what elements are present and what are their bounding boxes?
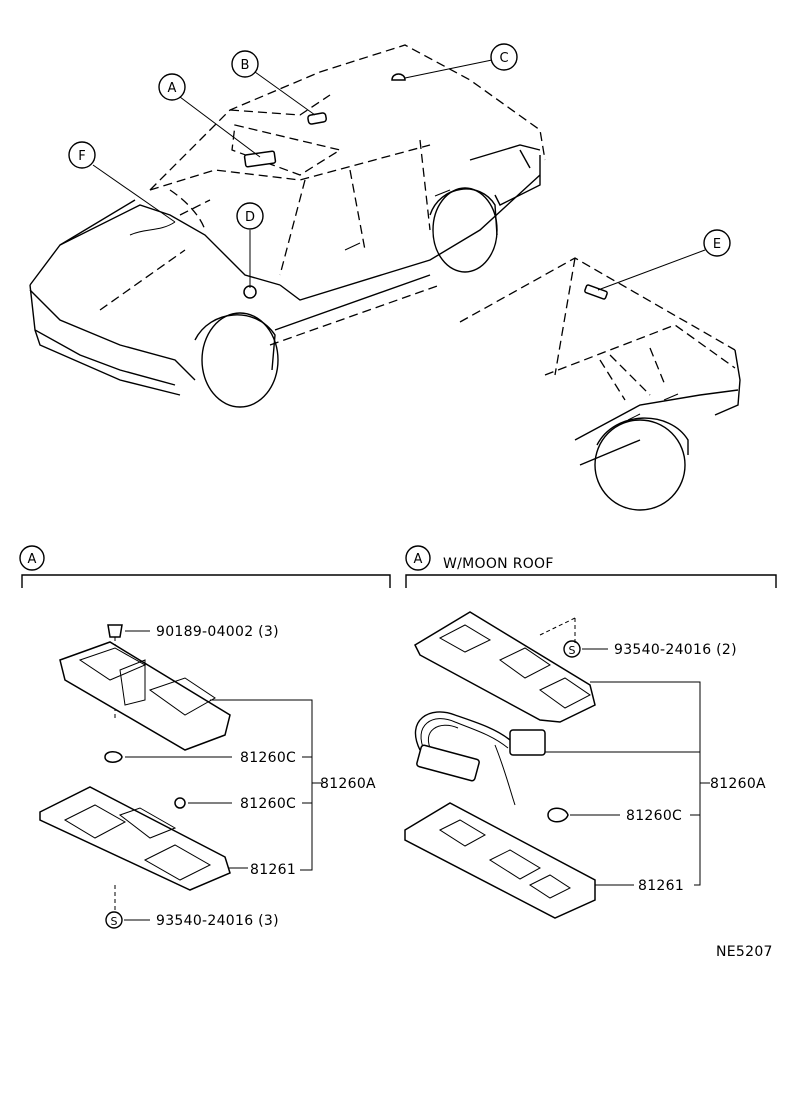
text-label: C — [499, 51, 508, 66]
label-assembly-moonroof: 81260A — [710, 776, 766, 792]
label-screw-moonroof: 93540-24016 (2) — [614, 642, 737, 658]
callout-f: F — [68, 141, 96, 169]
screw-symbol-right: S — [563, 640, 581, 658]
label-bulb-1: 81260C — [240, 750, 296, 766]
text-label: A — [414, 552, 423, 567]
label-bulb-moonroof: 81260C — [626, 808, 682, 824]
text-label: A — [28, 552, 37, 567]
callout-d: D — [236, 202, 264, 230]
diagram-code: NE5207 — [716, 944, 773, 960]
car-leader-lines — [92, 59, 493, 288]
callout-b: B — [231, 50, 259, 78]
label-lens-moonroof: 81261 — [638, 878, 684, 894]
left-section-marker: A — [19, 545, 45, 571]
car-front-view — [29, 44, 546, 408]
car-rear-view — [459, 249, 741, 511]
label-bulb-2: 81260C — [240, 796, 296, 812]
text-label: B — [241, 58, 250, 73]
text-label: E — [713, 237, 721, 252]
label-assembly: 81260A — [320, 776, 376, 792]
text-label: D — [245, 210, 255, 225]
right-section-title: W/MOON ROOF — [443, 556, 554, 572]
left-section: A S 90189-04002 (3) — [19, 545, 391, 929]
right-section-marker: A — [405, 545, 431, 571]
label-lens: 81261 — [250, 862, 296, 878]
callout-a: A — [158, 73, 186, 101]
right-section: A W/MOON ROOF S — [404, 545, 777, 919]
top-callouts: A B C F D E — [68, 43, 731, 257]
text-label: A — [168, 81, 177, 96]
screw-symbol-left: S — [105, 911, 123, 929]
callout-e: E — [703, 229, 731, 257]
text-label: F — [78, 149, 85, 164]
label-screw: 93540-24016 (3) — [156, 913, 279, 929]
callout-c: C — [490, 43, 518, 71]
text-label: S — [569, 644, 576, 657]
label-bolt: 90189-04002 (3) — [156, 624, 279, 640]
text-label: S — [111, 915, 118, 928]
